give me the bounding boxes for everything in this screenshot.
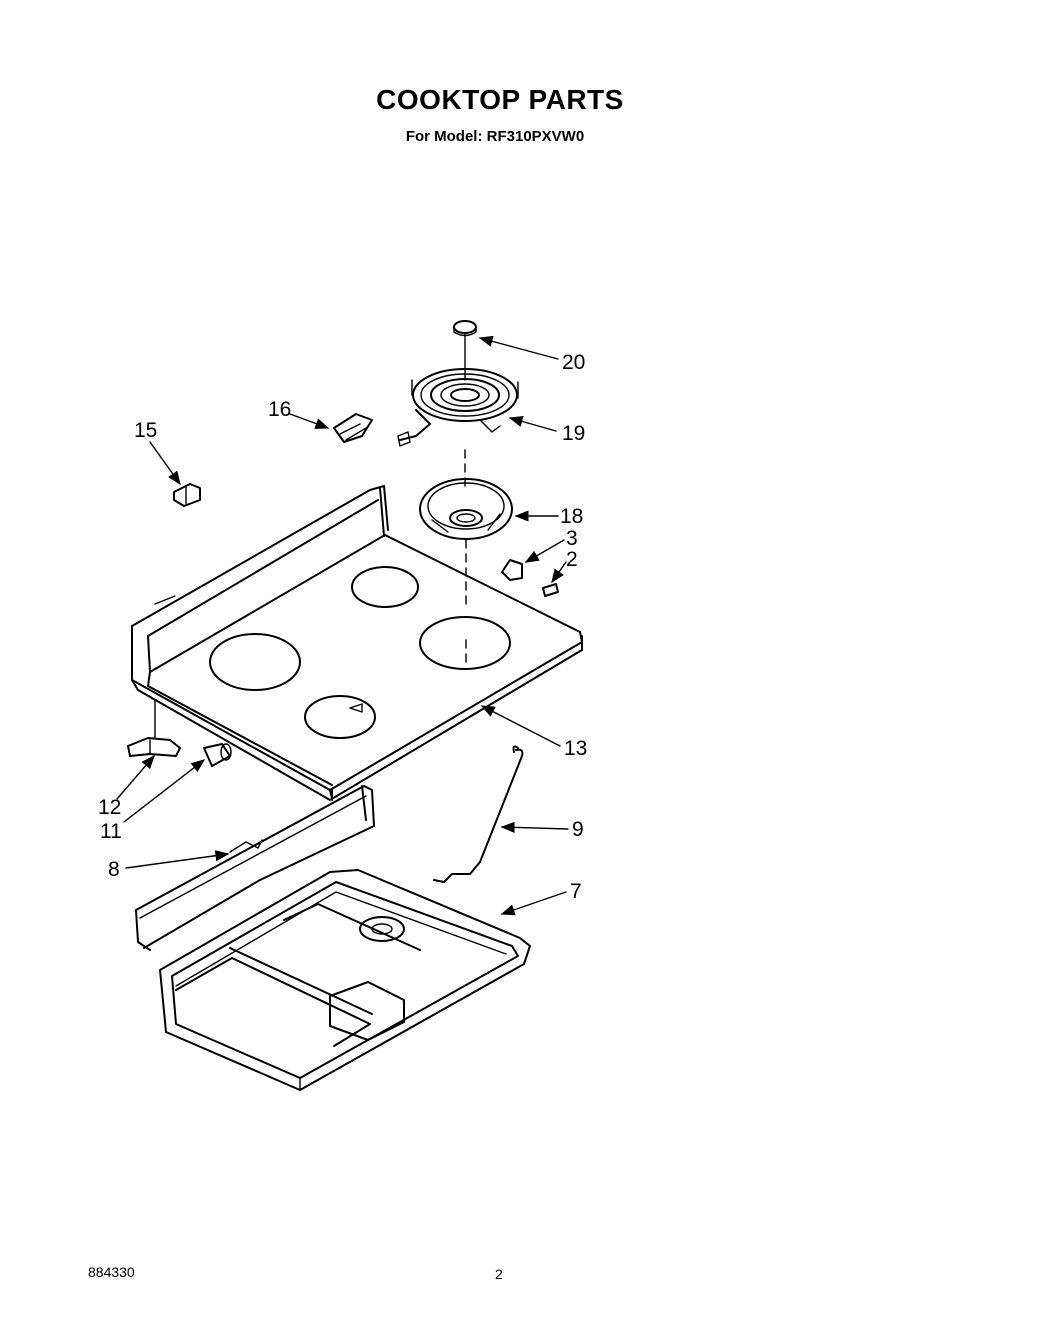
part-15-clip	[173, 483, 201, 507]
callout-2: 2	[566, 548, 578, 571]
callout-15: 15	[134, 419, 157, 442]
page-title: COOKTOP PARTS	[376, 84, 624, 115]
part-2-screw	[542, 583, 559, 597]
callout-20: 20	[562, 351, 585, 374]
callout-9: 9	[572, 818, 584, 841]
callout-16: 16	[268, 398, 291, 421]
part-8-panel	[135, 785, 375, 951]
callout-13: 13	[564, 737, 587, 760]
leader-lines	[116, 335, 569, 916]
part-13-cooktop	[131, 332, 583, 801]
part-18-drip-bowl	[419, 478, 513, 540]
part-16-bracket	[333, 413, 373, 443]
callout-11: 11	[100, 820, 122, 843]
model-subtitle: For Model: RF310PXVW0	[405, 128, 585, 145]
part-11-bushing	[203, 743, 232, 767]
document-code: 884330	[88, 1264, 135, 1280]
part-20-cap	[453, 320, 477, 337]
part-7-drip-pan	[159, 869, 531, 1091]
part-3-receptacle	[501, 559, 523, 581]
page-number: 2	[495, 1266, 503, 1282]
part-9-rod	[433, 745, 524, 883]
callout-8: 8	[108, 858, 120, 881]
part-19-surface-element	[397, 368, 519, 447]
callout-7: 7	[570, 880, 582, 903]
callout-12: 12	[98, 796, 121, 819]
callout-18: 18	[560, 505, 583, 528]
part-12-terminal-block	[127, 737, 181, 757]
callout-3: 3	[566, 527, 578, 550]
callout-19: 19	[562, 422, 585, 445]
